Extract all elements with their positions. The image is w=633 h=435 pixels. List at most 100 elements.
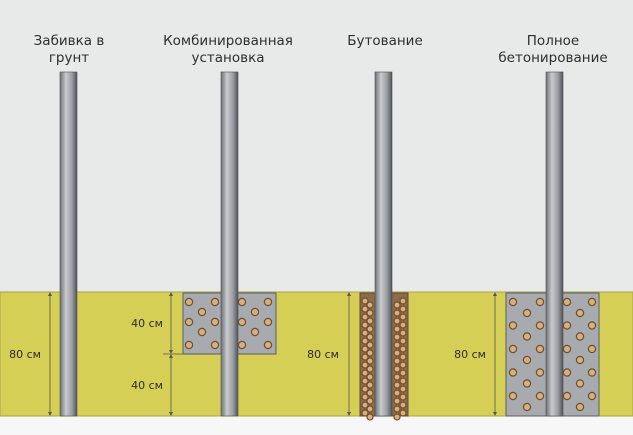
stone bbox=[393, 357, 401, 365]
stone bbox=[575, 332, 585, 341]
title-combined-line2: установка bbox=[191, 50, 264, 66]
stone bbox=[508, 321, 518, 330]
stone bbox=[587, 368, 597, 377]
stone bbox=[393, 373, 401, 381]
stone bbox=[399, 353, 407, 361]
stone bbox=[393, 325, 401, 333]
stone bbox=[587, 297, 597, 307]
stone bbox=[197, 327, 207, 337]
bottom-band bbox=[0, 416, 633, 435]
stone bbox=[361, 337, 369, 345]
stone bbox=[399, 329, 407, 337]
stone bbox=[250, 307, 260, 317]
stone bbox=[535, 321, 545, 330]
pole-driven bbox=[59, 71, 78, 417]
stone bbox=[399, 369, 407, 377]
stone bbox=[250, 327, 260, 337]
depth-label-combined-lower: 40 см bbox=[131, 379, 163, 392]
dimension-lines bbox=[48, 292, 497, 416]
stone bbox=[399, 401, 407, 409]
stone bbox=[393, 397, 401, 405]
stone bbox=[587, 391, 597, 401]
stone bbox=[399, 377, 407, 385]
stone bbox=[393, 301, 401, 309]
stone bbox=[535, 344, 545, 354]
stone bbox=[361, 409, 369, 417]
stone bbox=[393, 413, 401, 421]
stone bbox=[184, 317, 194, 327]
stone bbox=[399, 297, 407, 305]
stone bbox=[508, 391, 518, 401]
stone bbox=[399, 321, 407, 329]
stone bbox=[587, 321, 597, 330]
stone bbox=[393, 389, 401, 397]
stone bbox=[263, 340, 273, 350]
stone bbox=[575, 402, 585, 412]
stone bbox=[210, 317, 220, 327]
stone bbox=[508, 344, 518, 354]
stone bbox=[393, 405, 401, 413]
stone bbox=[361, 329, 369, 337]
stone bbox=[361, 313, 369, 321]
stones bbox=[184, 297, 597, 421]
stone bbox=[522, 379, 532, 388]
stone bbox=[366, 357, 374, 365]
stone bbox=[393, 309, 401, 317]
stone bbox=[575, 379, 585, 388]
stone bbox=[562, 344, 572, 354]
title-driven-line2: грунт bbox=[49, 50, 89, 66]
stone bbox=[184, 297, 194, 307]
stone bbox=[366, 301, 374, 309]
stone bbox=[562, 391, 572, 401]
stone bbox=[393, 317, 401, 325]
stone bbox=[535, 297, 545, 307]
stone bbox=[361, 377, 369, 385]
title-driven-line1: Забивка в bbox=[34, 33, 105, 49]
stone bbox=[575, 308, 585, 318]
stone bbox=[522, 355, 532, 365]
stone bbox=[361, 305, 369, 313]
stone bbox=[237, 297, 247, 307]
stone bbox=[366, 349, 374, 357]
stone bbox=[361, 369, 369, 377]
stone bbox=[399, 361, 407, 369]
stone bbox=[522, 308, 532, 318]
stone bbox=[399, 393, 407, 401]
stone bbox=[366, 333, 374, 341]
stone bbox=[184, 340, 194, 350]
stone bbox=[361, 401, 369, 409]
stone bbox=[366, 325, 374, 333]
stone bbox=[366, 413, 374, 421]
stone bbox=[366, 373, 374, 381]
title-concrete-line2: бетонирование bbox=[498, 50, 607, 66]
stone bbox=[366, 381, 374, 389]
stone bbox=[366, 317, 374, 325]
stone bbox=[399, 337, 407, 345]
stone bbox=[263, 297, 273, 307]
stone bbox=[263, 317, 273, 327]
stone bbox=[366, 341, 374, 349]
pole-rubble bbox=[374, 71, 393, 417]
stone bbox=[366, 389, 374, 397]
stone bbox=[210, 297, 220, 307]
stone bbox=[535, 368, 545, 377]
stone bbox=[575, 355, 585, 365]
stone bbox=[366, 397, 374, 405]
stone bbox=[197, 307, 207, 317]
depth-label-rubble: 80 см bbox=[307, 348, 339, 361]
stone bbox=[361, 385, 369, 393]
stone bbox=[399, 385, 407, 393]
stone bbox=[393, 349, 401, 357]
pole-concrete bbox=[545, 71, 564, 417]
stone bbox=[361, 321, 369, 329]
stone bbox=[361, 345, 369, 353]
stone bbox=[562, 297, 572, 307]
stone bbox=[522, 402, 532, 412]
stone bbox=[399, 313, 407, 321]
stone bbox=[399, 409, 407, 417]
stone bbox=[393, 333, 401, 341]
stone bbox=[562, 368, 572, 377]
pole-combined bbox=[220, 71, 239, 417]
stone bbox=[399, 305, 407, 313]
